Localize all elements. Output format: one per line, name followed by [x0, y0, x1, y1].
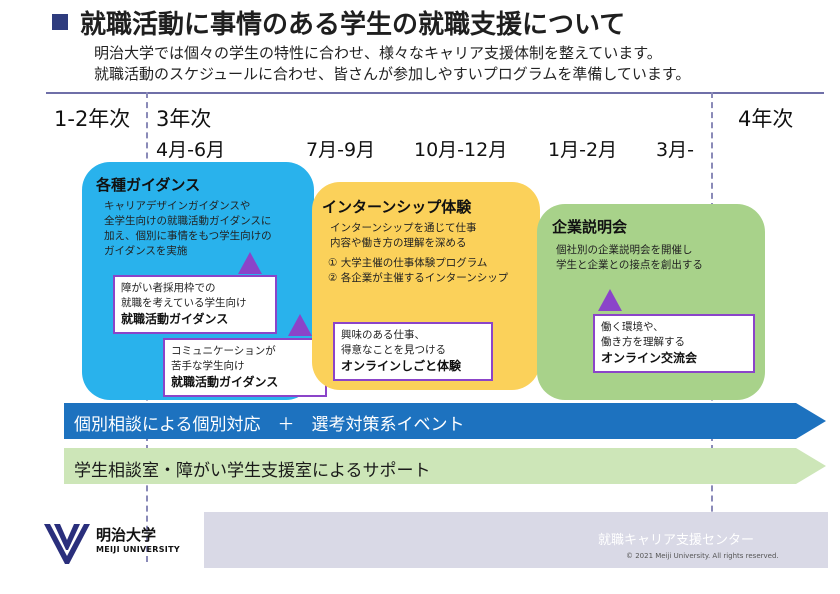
individual-consultation-arrow: [64, 403, 826, 439]
callout-line: 障がい者採用枠での: [121, 282, 216, 294]
guidance-callout-disability: 障がい者採用枠での 就職を考えている学生向け 就職活動ガイダンス: [113, 275, 277, 334]
grade-label-1-2: 1-2年次: [54, 107, 131, 131]
pointer-triangle-icon: [288, 314, 312, 336]
logo-japanese-name: 明治大学: [96, 526, 157, 544]
company-briefing-title: 企業説明会: [552, 218, 628, 236]
career-center-label: 就職キャリア支援センター: [598, 533, 755, 548]
callout-heading: 就職活動ガイダンス: [171, 375, 279, 389]
header-divider: [46, 92, 824, 94]
internship-title: インターンシップ体験: [322, 198, 472, 216]
guidance-line-2: 全学生向けの就職活動ガイダンスに: [104, 215, 272, 227]
callout-heading: 就職活動ガイダンス: [121, 312, 229, 326]
meiji-logo-icon: [44, 524, 90, 564]
callout-line: 就職を考えている学生向け: [121, 297, 247, 309]
guidance-line-3: 加え、個別に事情をもつ学生向けの: [104, 230, 272, 242]
company-briefing-line-2: 学生と企業との接点を創出する: [556, 259, 703, 271]
footer-band: [204, 512, 828, 568]
callout-line: 働く環境や、: [601, 321, 664, 333]
guidance-line-4: ガイダンスを実施: [104, 245, 188, 257]
callout-heading: オンラインしごと体験: [341, 359, 462, 373]
logo-english-name: MEIJI UNIVERSITY: [96, 545, 180, 554]
month-label-apr-jun: 4月-6月: [156, 139, 226, 161]
callout-line: 働き方を理解する: [601, 336, 685, 348]
individual-consultation-text: 個別相談による個別対応 ＋ 選考対策系イベント: [74, 415, 465, 435]
callout-line: 苦手な学生向け: [171, 360, 245, 372]
company-briefing-line-1: 個社別の企業説明会を開催し: [556, 244, 693, 256]
company-briefing-callout: 働く環境や、 働き方を理解する オンライン交流会: [593, 314, 755, 373]
title-square-icon: [52, 14, 68, 30]
subtitle-line-2: 就職活動のスケジュールに合わせ、皆さんが参加しやすいプログラムを準備しています。: [94, 65, 691, 83]
grade-label-4: 4年次: [738, 107, 794, 131]
copyright-text: © 2021 Meiji University. All rights rese…: [626, 552, 779, 560]
internship-item-1: ① 大学主催の仕事体験プログラム: [328, 257, 488, 269]
guidance-line-1: キャリアデザインガイダンスや: [104, 200, 251, 212]
guidance-callout-communication: コミュニケーションが 苦手な学生向け 就職活動ガイダンス: [163, 338, 327, 397]
support-office-text: 学生相談室・障がい学生支援室によるサポート: [74, 461, 431, 481]
month-label-jul-sep: 7月-9月: [306, 139, 376, 161]
month-label-mar: 3月-: [656, 139, 694, 161]
internship-line-2: 内容や働き方の理解を深める: [330, 237, 467, 249]
subtitle-line-1: 明治大学では個々の学生の特性に合わせ、様々なキャリア支援体制を整えています。: [94, 44, 662, 62]
month-label-jan-feb: 1月-2月: [548, 139, 618, 161]
internship-item-2: ② 各企業が主催するインターンシップ: [328, 272, 509, 284]
callout-line: 得意なことを見つける: [341, 344, 446, 356]
support-office-arrow: [64, 448, 826, 484]
page-title: 就職活動に事情のある学生の就職支援について: [80, 10, 626, 40]
pointer-triangle-icon: [598, 289, 622, 311]
guidance-title: 各種ガイダンス: [96, 176, 201, 194]
callout-line: コミュニケーションが: [171, 345, 276, 357]
grade-label-3: 3年次: [156, 107, 212, 131]
pointer-triangle-icon: [238, 252, 262, 274]
month-label-oct-dec: 10月-12月: [414, 139, 508, 161]
callout-line: 興味のある仕事、: [341, 329, 425, 341]
internship-line-1: インターンシップを通じて仕事: [330, 222, 477, 234]
internship-callout: 興味のある仕事、 得意なことを見つける オンラインしごと体験: [333, 322, 493, 381]
callout-heading: オンライン交流会: [601, 351, 698, 365]
